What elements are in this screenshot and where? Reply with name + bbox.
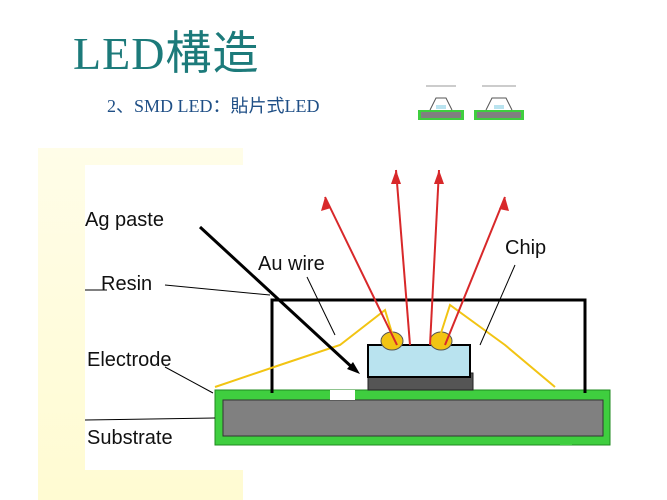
thumbnail-image bbox=[416, 80, 528, 128]
smd-led-diagram: Ag paste Au wire Chip Resin Electrode Su… bbox=[85, 165, 630, 470]
resin-outline bbox=[270, 298, 587, 393]
ag-paste-leader bbox=[198, 225, 357, 372]
au-wire-right bbox=[440, 303, 556, 388]
substrate bbox=[222, 399, 604, 437]
light-ray-2 bbox=[395, 169, 411, 346]
chip-leader bbox=[479, 264, 516, 346]
electrode-leader bbox=[164, 366, 214, 394]
electrode-gap-right bbox=[560, 437, 572, 445]
light-ray-4 bbox=[444, 196, 506, 346]
slide-title: LED構造 bbox=[73, 28, 260, 79]
led-chip bbox=[367, 344, 471, 378]
label-resin: Resin bbox=[101, 273, 153, 295]
label-substrate: Substrate bbox=[87, 427, 173, 449]
label-au-wire: Au wire bbox=[258, 253, 325, 275]
au-wire-left bbox=[214, 308, 393, 388]
resin-leader bbox=[164, 284, 271, 296]
light-ray-3 bbox=[429, 169, 440, 346]
slide-subtitle: 2、SMD LED：貼片式LED bbox=[107, 96, 320, 116]
label-chip: Chip bbox=[505, 237, 547, 259]
label-electrode: Electrode bbox=[87, 349, 172, 371]
substrate-leader bbox=[85, 417, 216, 421]
light-ray-1 bbox=[324, 196, 398, 346]
electrode-gap-left bbox=[330, 390, 355, 400]
label-ag-paste: Ag paste bbox=[85, 209, 164, 231]
au-wire-leader bbox=[306, 276, 336, 336]
